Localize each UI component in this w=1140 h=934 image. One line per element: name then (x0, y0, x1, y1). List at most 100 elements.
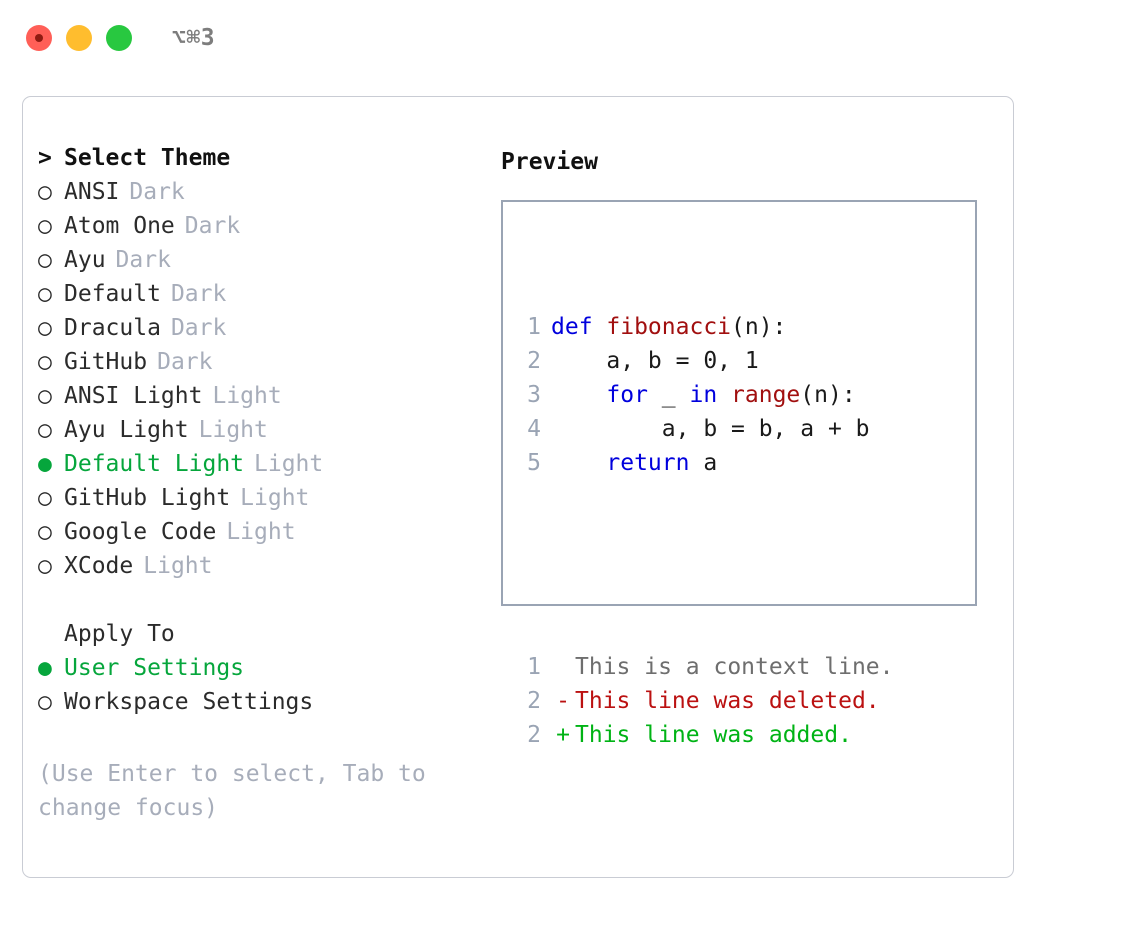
keyboard-hint-text: (Use Enter to select, Tab to change focu… (38, 761, 440, 821)
code-token (717, 382, 731, 408)
theme-kind-badge: Dark (129, 179, 185, 205)
theme-kind-badge: Dark (115, 247, 171, 273)
theme-kind-badge: Light (198, 417, 268, 443)
theme-name-label: Default (64, 281, 161, 307)
radio-unselected-icon: ○ (38, 519, 52, 545)
select-theme-heading: > Select Theme (38, 145, 488, 179)
keyboard-shortcut-label: ⌥⌘3 (172, 25, 216, 51)
code-token: fibonacci (606, 314, 732, 340)
theme-option-xcode[interactable]: ○ XCode Light (38, 553, 488, 587)
diff-sample: 1 This is a context line. 2-This line was… (515, 650, 894, 752)
diff-text: This line was added. (575, 722, 852, 748)
radio-selected-icon: ● (38, 451, 52, 477)
code-token: (n): (731, 314, 787, 340)
theme-name-label: XCode (64, 553, 134, 579)
code-token: in (689, 382, 718, 408)
diff-marker: - (556, 688, 570, 714)
code-token: for (606, 382, 648, 408)
theme-kind-badge: Dark (157, 349, 213, 375)
theme-kind-badge: Light (143, 553, 213, 579)
apply-to-label: Apply To (64, 621, 175, 647)
radio-unselected-icon: ○ (38, 417, 52, 443)
radio-unselected-icon: ○ (38, 383, 52, 409)
theme-kind-badge: Dark (170, 315, 227, 341)
select-theme-label: Select Theme (64, 145, 231, 171)
apply-to-option-user-settings[interactable]: ●User Settings (38, 655, 488, 689)
line-number: 1 (527, 654, 541, 680)
diff-text: This line was deleted. (575, 688, 880, 714)
code-token: (n): (800, 382, 856, 408)
code-text: return a (551, 446, 717, 480)
radio-unselected-icon: ○ (38, 485, 52, 511)
theme-name-label: Dracula (64, 315, 161, 341)
apply-to-label-text: Workspace Settings (64, 689, 314, 715)
theme-option-ayu-light[interactable]: ○ Ayu Light Light (38, 417, 488, 451)
code-line: 1 def fibonacci(n): (515, 310, 894, 344)
theme-name-label: GitHub Light (64, 485, 231, 511)
diff-line: 2 +This line was added. (515, 718, 894, 752)
radio-unselected-icon: ○ (38, 553, 52, 579)
list-spacer (38, 587, 488, 621)
line-number: 3 (527, 382, 541, 408)
code-token: range (731, 382, 801, 408)
diff-line: 2-This line was deleted. (515, 684, 894, 718)
apply-to-option-workspace-settings[interactable]: ○ Workspace Settings (38, 689, 488, 723)
code-token: return (606, 450, 690, 476)
apply-to-indent (38, 621, 64, 647)
diff-text: This is a context line. (575, 654, 894, 680)
code-line: 3 for _ in range(n): (515, 378, 894, 412)
code-token: _ (647, 382, 690, 408)
maximize-button[interactable] (106, 25, 132, 51)
theme-name-label: GitHub (64, 349, 148, 375)
code-token (551, 382, 606, 408)
radio-unselected-icon: ○ (38, 281, 52, 307)
theme-option-google-code[interactable]: ○ Google Code Light (38, 519, 488, 553)
radio-unselected-icon: ○ (38, 689, 52, 715)
code-line: 4 a, b = b, a + b (515, 412, 894, 446)
apply-to-label-text: User Settings (64, 655, 245, 681)
code-token: a, b = b, a + b (551, 416, 870, 442)
theme-option-ansi[interactable]: ○ ANSI Dark (38, 179, 488, 213)
line-number: 1 (527, 314, 541, 340)
preview-title: Preview (501, 149, 598, 175)
code-text: a, b = b, a + b (551, 412, 870, 446)
theme-option-default-light[interactable]: ● Default Light Light (38, 451, 488, 485)
prompt-caret-icon: > (38, 145, 52, 171)
code-diff-separator (515, 548, 894, 582)
line-number: 4 (527, 416, 541, 442)
close-button[interactable] (26, 25, 52, 51)
theme-kind-badge: Dark (184, 213, 241, 239)
theme-name-label: Default Light (64, 451, 245, 477)
diff-marker: + (556, 722, 570, 748)
code-text: a, b = 0, 1 (551, 344, 759, 378)
theme-name-label: ANSI (64, 179, 120, 205)
theme-kind-badge: Light (226, 519, 296, 545)
minimize-button[interactable] (66, 25, 92, 51)
radio-unselected-icon: ○ (38, 349, 52, 375)
theme-name-label: Ayu Light (64, 417, 189, 443)
code-line: 2 a, b = 0, 1 (515, 344, 894, 378)
theme-option-github[interactable]: ○ GitHub Dark (38, 349, 488, 383)
line-number: 2 (527, 722, 541, 748)
code-token: a, b = 0, 1 (551, 348, 759, 374)
theme-kind-badge: Light (254, 451, 324, 477)
theme-name-label: ANSI Light (64, 383, 203, 409)
radio-unselected-icon: ○ (38, 179, 52, 205)
line-number: 5 (527, 450, 541, 476)
line-number: 2 (527, 348, 541, 374)
code-token: def (551, 314, 607, 340)
theme-name-label: Google Code (64, 519, 217, 545)
theme-name-label: Atom One (64, 213, 175, 239)
